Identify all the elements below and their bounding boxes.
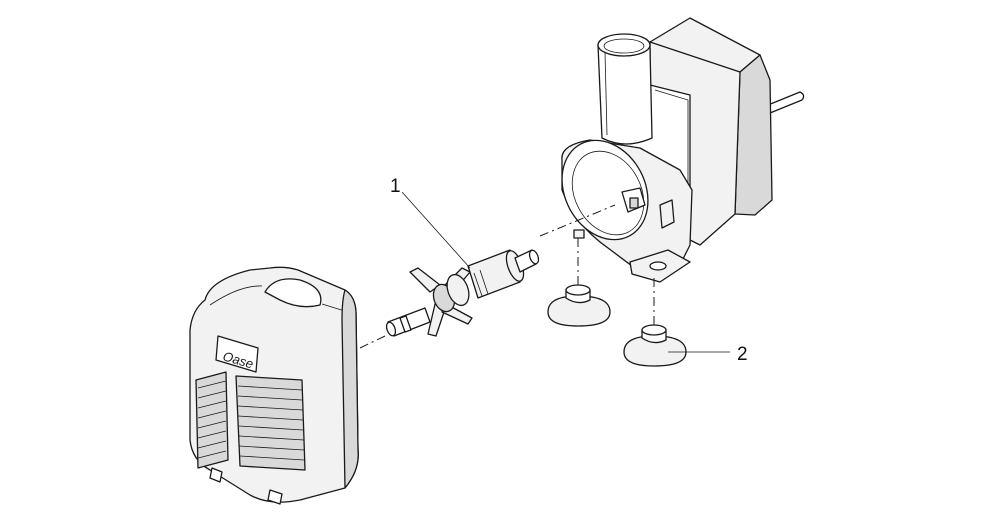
suction-cup-right [623, 324, 687, 367]
filter-cover: Oase [189, 266, 359, 505]
impeller-assembly [385, 249, 540, 337]
callout-2: 2 [668, 344, 748, 365]
power-cable [767, 91, 805, 114]
suction-cup-left [547, 284, 611, 327]
pump-housing [561, 17, 805, 283]
assembly-axis-lines [359, 204, 655, 349]
callout-1-label: 1 [390, 176, 401, 197]
callout-2-label: 2 [737, 344, 748, 365]
callout-1: 1 [390, 176, 471, 269]
